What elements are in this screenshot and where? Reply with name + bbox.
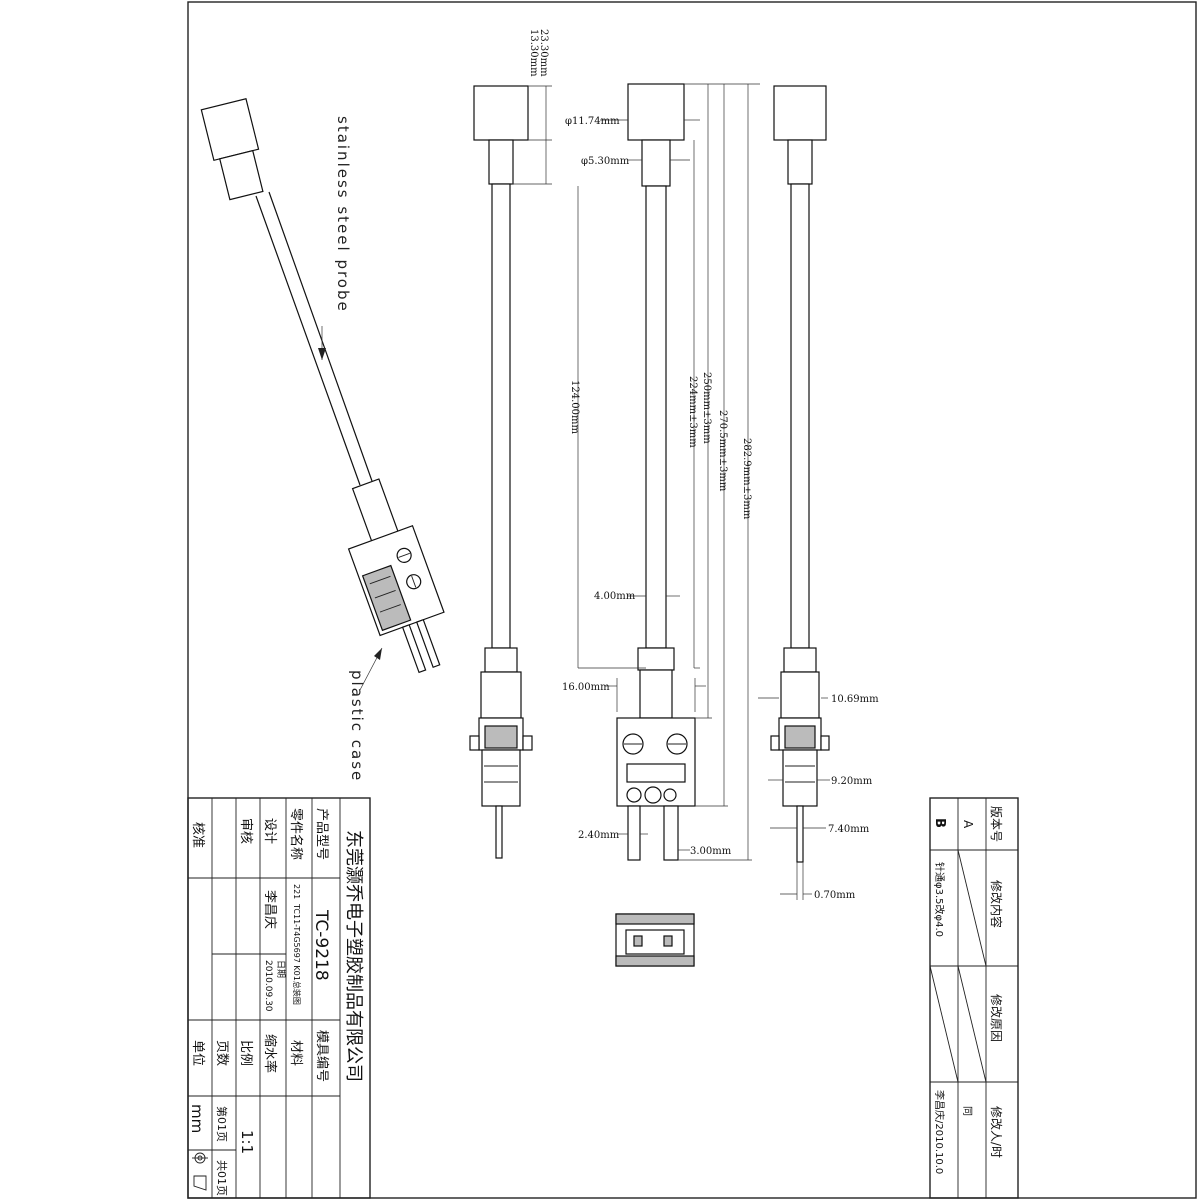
designer-name: 李昌庆	[262, 890, 277, 929]
rev-reason-label: 修改原因	[989, 994, 1004, 1042]
projection-symbol-icon	[192, 1152, 208, 1191]
pages-label: 页数	[214, 1040, 229, 1066]
product-model-label: 产品型号	[314, 808, 329, 860]
page-total: 共01页	[215, 1160, 228, 1196]
dim-23-30: 23.30mm	[538, 29, 549, 77]
part-name-prefix: 221	[292, 884, 301, 899]
dimension-lines	[512, 83, 830, 900]
date-label: 日期	[275, 960, 286, 978]
page-number: 第01页	[215, 1106, 229, 1142]
probe-crimp-sleeve	[351, 478, 399, 542]
bottom-connector-view	[615, 913, 695, 967]
product-model: TC-9218	[311, 909, 331, 981]
design-label: 设计	[262, 818, 277, 844]
isometric-probe-view: stainless steel probe plastic case	[200, 97, 445, 782]
dim-7-40: 7.40mm	[828, 824, 870, 835]
rev-row-b-version: B	[932, 818, 947, 828]
scale-label: 比例	[238, 1040, 253, 1066]
case-callout: plastic case	[348, 670, 366, 782]
side-view-right	[770, 85, 830, 863]
dim-16-00: 16.00mm	[562, 682, 610, 693]
dimension-labels: 23.30mm 13.30mm φ11.74mm φ5.30mm 124.00m…	[528, 29, 879, 901]
probe-handle-collar	[219, 149, 264, 201]
dim-224: 224mm±3mm	[687, 376, 698, 448]
revision-block: 版本号 修改内容 修改原因 修改人/时 A 同 B 针通φ3.5改φ4.0 李昌…	[929, 797, 1019, 1199]
dim-250: 250mm±3mm	[701, 372, 712, 444]
scale-value: 1:1	[238, 1130, 256, 1154]
dim-phi-5-30: φ5.30mm	[581, 156, 630, 167]
mold-no-label: 模具编号	[314, 1030, 329, 1082]
dim-13-30: 13.30mm	[528, 29, 539, 77]
dim-10-69: 10.69mm	[831, 694, 879, 705]
design-date: 2010.09.30	[263, 960, 273, 1012]
dim-0-70: 0.70mm	[814, 890, 856, 901]
dim-9-20: 9.20mm	[831, 776, 873, 787]
dim-124: 124.00mm	[569, 380, 580, 434]
unit-value: mm	[188, 1104, 206, 1133]
dim-282: 282.9mm±3mm	[741, 438, 752, 520]
rev-version-label: 版本号	[989, 806, 1003, 842]
dim-4-00: 4.00mm	[594, 591, 636, 602]
part-name: TC11-T4G5697 K01总装图	[292, 903, 302, 1005]
dim-2-40: 2.40mm	[578, 830, 620, 841]
rev-row-b-person: 李昌庆/2010.10.0	[933, 1090, 946, 1174]
dim-270: 270.5mm±3mm	[717, 410, 728, 492]
company-name: 东莞灏乔电子塑胶制品有限公司	[343, 830, 364, 1082]
part-name-label: 零件名称	[288, 808, 304, 860]
dim-phi-11-74: φ11.74mm	[565, 116, 620, 127]
unit-label: 单位	[190, 1040, 205, 1066]
probe-callout: stainless steel probe	[334, 116, 352, 313]
rev-person-label: 修改人/时	[989, 1106, 1004, 1158]
rev-row-b-content: 针通φ3.5改φ4.0	[933, 862, 946, 937]
rev-row-a-version: A	[961, 820, 975, 829]
material-label: 材料	[288, 1040, 303, 1066]
sheet-border	[187, 1, 1197, 1199]
rev-content-label: 修改内容	[989, 880, 1004, 928]
approve-label: 核准	[190, 822, 205, 848]
rev-row-a-person: 同	[961, 1106, 973, 1116]
dim-3-00: 3.00mm	[690, 846, 732, 857]
connector-iso	[347, 524, 445, 674]
review-label: 审核	[238, 818, 253, 844]
side-view-left	[469, 85, 533, 859]
shrink-label: 缩水率	[262, 1034, 278, 1073]
title-block: 东莞灏乔电子塑胶制品有限公司 产品型号 TC-9218 模具编号 零件名称 22…	[187, 797, 371, 1199]
front-view	[616, 83, 696, 861]
